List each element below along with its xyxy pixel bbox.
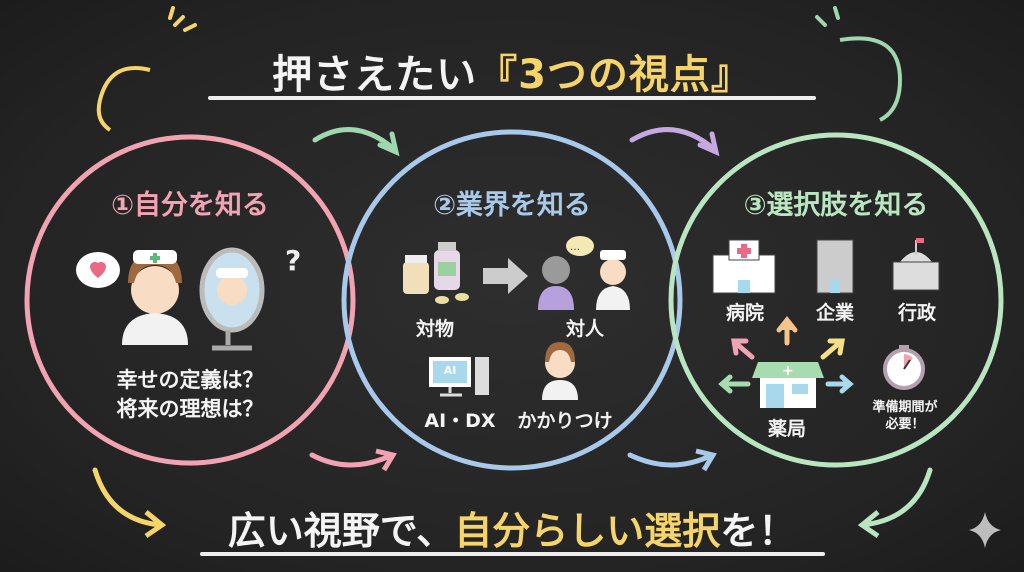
note-line-1: 準備期間が	[872, 400, 938, 415]
swirl-decoration	[96, 66, 151, 132]
arrow-icon	[627, 452, 715, 468]
arrows-outward-icon	[718, 315, 854, 394]
svg-text:+: +	[782, 363, 794, 379]
mirror-icon	[199, 247, 265, 351]
arrow-right-icon	[483, 258, 528, 294]
pharmacy-store-icon: +	[752, 362, 824, 408]
bottom-part2: を！	[720, 509, 797, 553]
circle-self	[24, 134, 356, 466]
arrow-icon	[859, 467, 933, 528]
label-kakaritsuke: かかりつけ	[517, 410, 613, 432]
question-future: 将来の理想は？	[116, 397, 264, 421]
circle-options	[668, 132, 1004, 468]
arrow-icon	[309, 452, 395, 468]
label-company: 企業	[815, 302, 854, 324]
bottom-highlight: 自分らしい選択	[454, 509, 721, 553]
stopwatch-icon	[883, 345, 925, 390]
family-pharmacist-icon	[542, 342, 578, 400]
medicine-bottles-icon	[403, 242, 469, 304]
title-highlight: 『3つの視点』	[477, 52, 752, 98]
label-taijin: 対人	[565, 318, 604, 340]
svg-text:…: …	[570, 242, 580, 253]
hospital-icon	[712, 239, 776, 294]
self-questions: 幸せの定義は？ 将来の理想は？	[90, 366, 290, 424]
title-prefix: 押さえたい	[272, 52, 478, 98]
question-happiness: 幸せの定義は？	[116, 368, 264, 392]
section-heading-self: ①自分を知る	[111, 190, 269, 221]
label-taibutsu: 対物	[415, 318, 454, 340]
preparation-note: 準備期間が 必要！	[855, 399, 955, 433]
company-building-icon	[816, 239, 854, 294]
arrow-icon	[629, 127, 718, 153]
question-mark-icon: ?	[285, 244, 301, 277]
arrow-icon	[92, 467, 163, 528]
patient-and-pharmacist-icon: …	[538, 236, 630, 310]
note-line-2: 必要！	[885, 417, 925, 432]
sparkle-icon	[969, 512, 1001, 548]
page-title: 押さえたい『3つの視点』	[0, 42, 1024, 100]
label-pharmacy: 薬局	[767, 418, 806, 440]
screen-text: AI	[443, 364, 457, 377]
bottom-underline	[200, 552, 825, 556]
circle-industry	[341, 129, 683, 471]
arrow-icon	[312, 127, 398, 153]
government-building-icon	[892, 238, 940, 291]
label-hospital: 病院	[725, 302, 764, 324]
heart-bubble-icon	[76, 252, 120, 288]
label-government: 行政	[897, 302, 936, 324]
section-heading-options: ③選択肢を知る	[743, 190, 929, 221]
swirl-decoration	[839, 36, 903, 122]
section-heading-industry: ②業界を知る	[433, 190, 591, 221]
bottom-part1: 広い視野で、	[227, 509, 455, 553]
pharmacist-icon	[122, 250, 188, 345]
label-ai-dx: AI・DX	[424, 410, 496, 432]
title-underline	[208, 96, 816, 100]
computer-icon	[429, 357, 489, 397]
bottom-message: 広い視野で、自分らしい選択を！	[0, 500, 1024, 555]
